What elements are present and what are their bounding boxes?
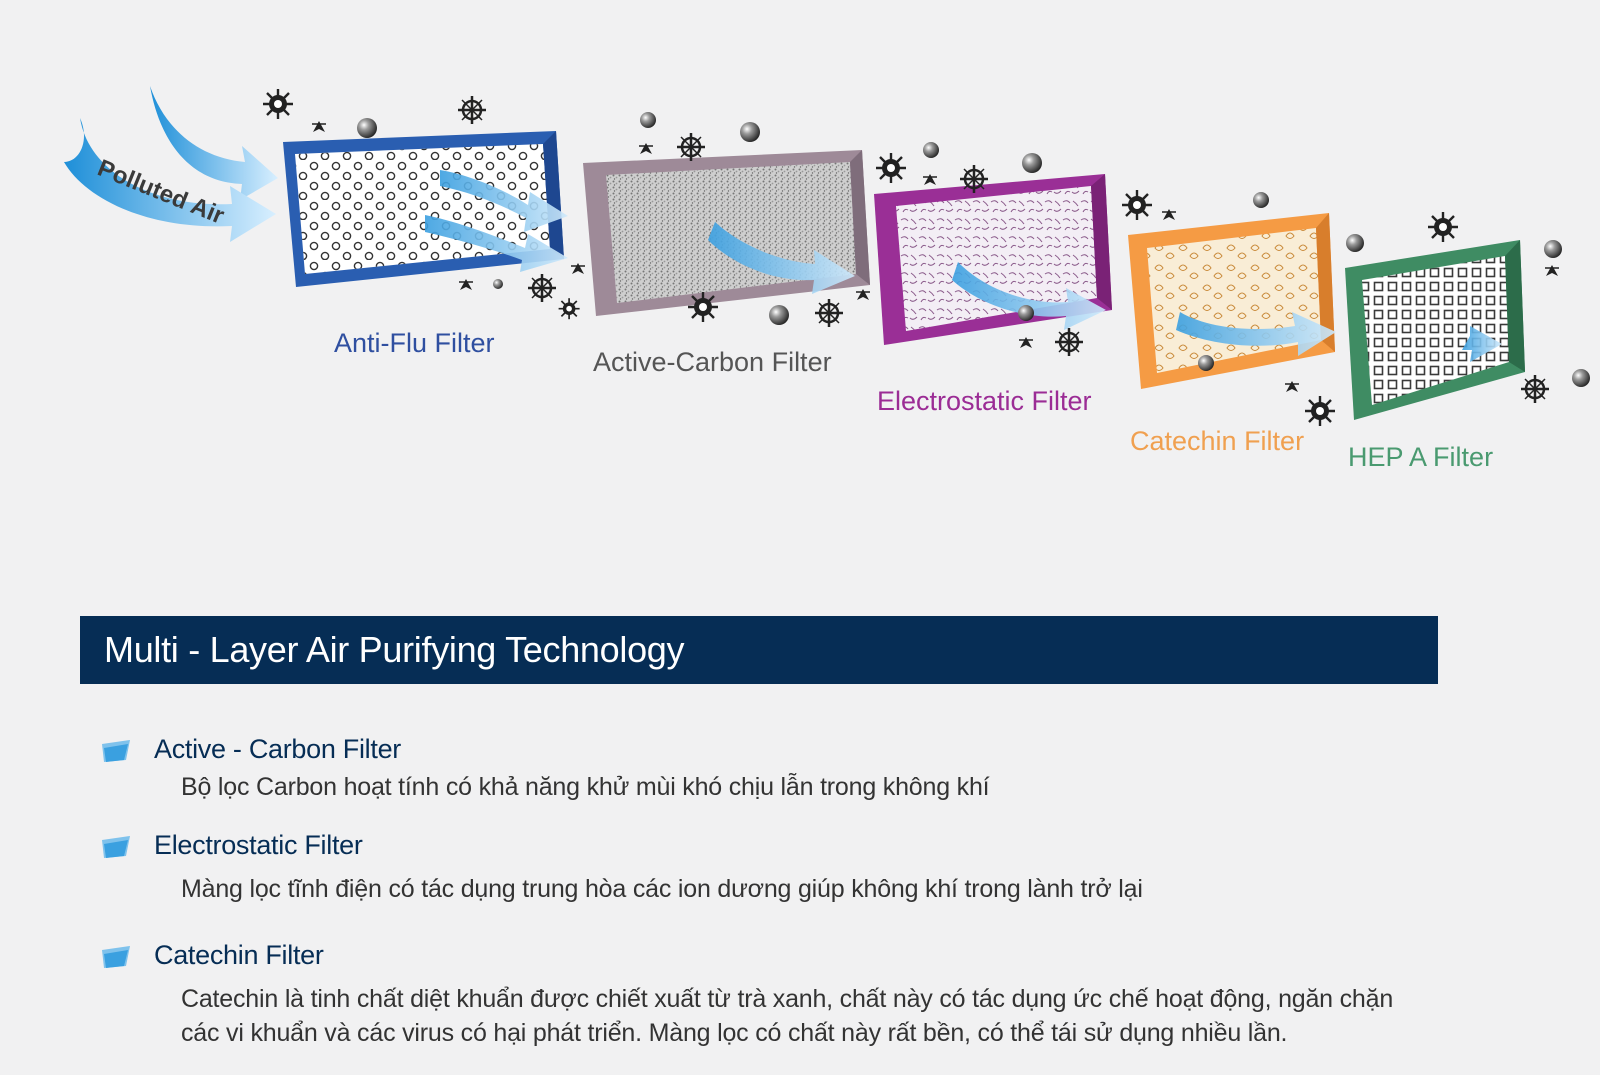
incoming-arrow-top [150, 86, 278, 200]
flow-arrow-2 [708, 222, 855, 294]
section-banner: Multi - Layer Air Purifying Technology [80, 616, 1438, 684]
filter-label-anti-flu: Anti-Flu Filter [334, 328, 495, 358]
filter-label-catechin: Catechin Filter [1130, 426, 1305, 456]
banner-title: Multi - Layer Air Purifying Technology [104, 629, 685, 670]
flow-arrows-1 [425, 170, 568, 272]
item-title: Electrostatic Filter [154, 830, 363, 860]
flow-arrow-5 [1462, 326, 1502, 362]
electrostatic-filter-panel [874, 174, 1112, 345]
feather-icon [102, 946, 130, 968]
filter-label-active-carbon: Active-Carbon Filter [593, 347, 832, 377]
catechin-filter-panel [1128, 213, 1335, 389]
hepa-filter-panel [1345, 240, 1525, 420]
item-desc-line: Bộ lọc Carbon hoạt tính có khả năng khử … [181, 773, 990, 801]
feather-icon [102, 836, 130, 858]
feather-icon [102, 740, 130, 762]
pollutant-particles [261, 87, 1590, 428]
description-item-catechin: Catechin Filter Catechin là tinh chất di… [100, 940, 1430, 1060]
item-desc-line: các vi khuẩn và các virus có hại phát tr… [181, 1019, 1288, 1047]
description-item-electrostatic: Electrostatic Filter Màng lọc tĩnh điện … [100, 830, 1430, 910]
item-desc-line: Màng lọc tĩnh điện có tác dụng trung hòa… [181, 875, 1143, 903]
flow-arrow-3 [952, 262, 1106, 330]
flow-arrow-4 [1176, 312, 1336, 356]
item-desc-line: Catechin là tinh chất diệt khuẩn được ch… [181, 985, 1394, 1013]
incoming-arrow-main [64, 118, 276, 242]
filter-label-electrostatic: Electrostatic Filter [877, 386, 1092, 416]
item-title: Active - Carbon Filter [154, 734, 401, 764]
description-item-active-carbon: Active - Carbon Filter Bộ lọc Carbon hoạ… [100, 734, 1430, 804]
filter-label-hepa: HEP A Filter [1348, 442, 1494, 472]
item-title: Catechin Filter [154, 940, 324, 970]
polluted-air-arrows [64, 86, 278, 242]
filter-diagram: Polluted Air [64, 86, 1590, 428]
